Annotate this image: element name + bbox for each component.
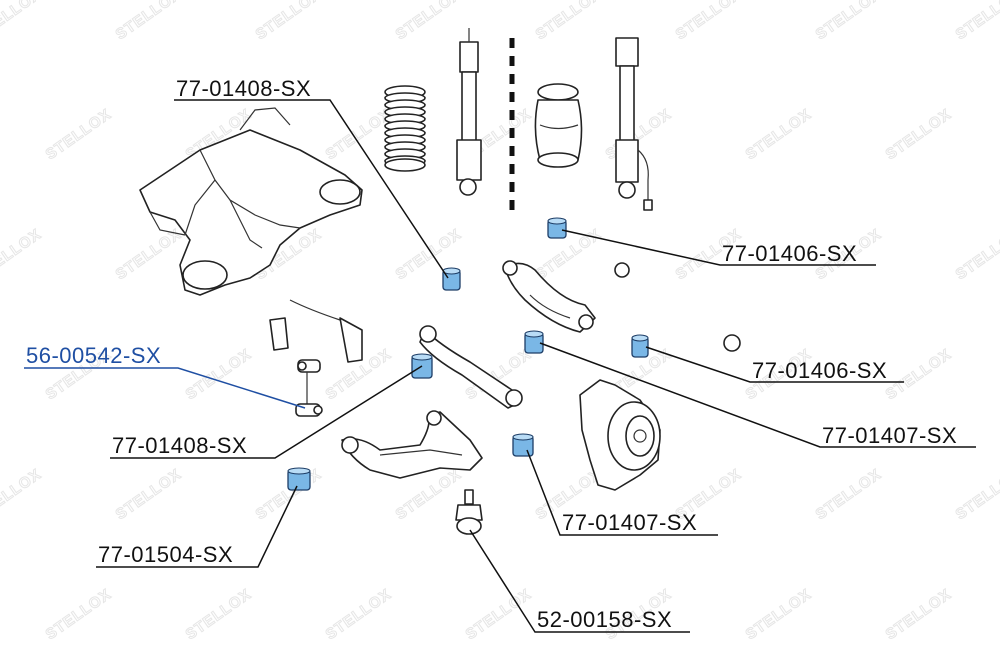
watermark-text: STELLOX [813,466,885,524]
watermark-text: STELLOX [813,0,885,43]
bushing-77-01406-mid[interactable] [631,334,649,358]
label-56-00542: 56-00542-SX [26,343,161,368]
leader-77-01408-top [174,99,449,279]
label-77-01406-a: 77-01406-SX [722,241,857,266]
watermark-text: STELLOX [183,586,255,644]
watermark-text: STELLOX [183,346,255,404]
watermark-text: STELLOX [253,0,325,43]
watermark-text: STELLOX [883,586,955,644]
label-77-01408-top: 77-01408-SX [176,76,311,101]
leader-77-01407-b [526,449,718,536]
label-77-01407-b: 77-01407-SX [562,510,697,535]
rear-subframe [139,107,363,296]
watermark-text: STELLOX [673,0,745,43]
leader-77-01407-a [539,342,976,448]
label-77-01407-a: 77-01407-SX [822,423,957,448]
toe-link [614,262,741,352]
leader-77-01408-mid [110,365,423,459]
watermark-text: STELLOX [533,0,605,43]
watermark-text: STELLOX [323,106,395,164]
watermark-text: STELLOX [953,226,1000,284]
bushing-77-01406-top[interactable] [547,217,567,239]
air-spring [534,83,583,168]
watermark-text: STELLOX [43,106,115,164]
watermark-text: STELLOX [0,466,45,524]
leader-77-01406-a [561,229,876,266]
bushing-77-01408-top[interactable] [442,267,461,291]
shock-absorber-right [615,37,653,211]
label-52-00158: 52-00158-SX [537,607,672,632]
watermark-text: STELLOX [113,0,185,43]
ball-joint [455,489,483,535]
watermark-text: STELLOX [43,586,115,644]
watermark-text: STELLOX [533,226,605,284]
bushing-77-01407-upper[interactable] [524,330,544,354]
watermark-text: STELLOX [743,586,815,644]
leader-52-00158 [469,529,690,633]
watermark-text: STELLOX [0,226,45,284]
stabilizer-bar [269,299,363,363]
watermark-text: STELLOX [743,106,815,164]
lower-control-arm [341,410,483,479]
lower-trailing-link [419,325,523,409]
label-77-01406-b: 77-01406-SX [752,358,887,383]
label-77-01408-mid: 77-01408-SX [112,433,247,458]
stabilizer-link [295,359,323,417]
bushing-77-01407-lower[interactable] [512,433,534,457]
upper-control-arm [502,260,596,333]
bushing-77-01408-mid[interactable] [411,353,433,379]
coil-spring [384,85,426,172]
bushing-77-01504[interactable] [287,467,311,491]
watermark-text: STELLOX [393,0,465,43]
leader-56-00542 [24,367,306,409]
watermark-text: STELLOX [323,586,395,644]
watermark-text: STELLOX [883,106,955,164]
watermark-text: STELLOX [113,226,185,284]
shock-absorber-left [456,28,482,196]
watermark-text: STELLOX [953,0,1000,43]
label-77-01504: 77-01504-SX [98,542,233,567]
watermark-text: STELLOX [883,346,955,404]
watermark-text: STELLOX [113,466,185,524]
wheel-knuckle [579,379,661,491]
watermark-text: STELLOX [0,0,45,43]
leader-77-01504 [96,485,298,568]
watermark-text: STELLOX [953,466,1000,524]
leader-77-01406-b [645,346,904,383]
